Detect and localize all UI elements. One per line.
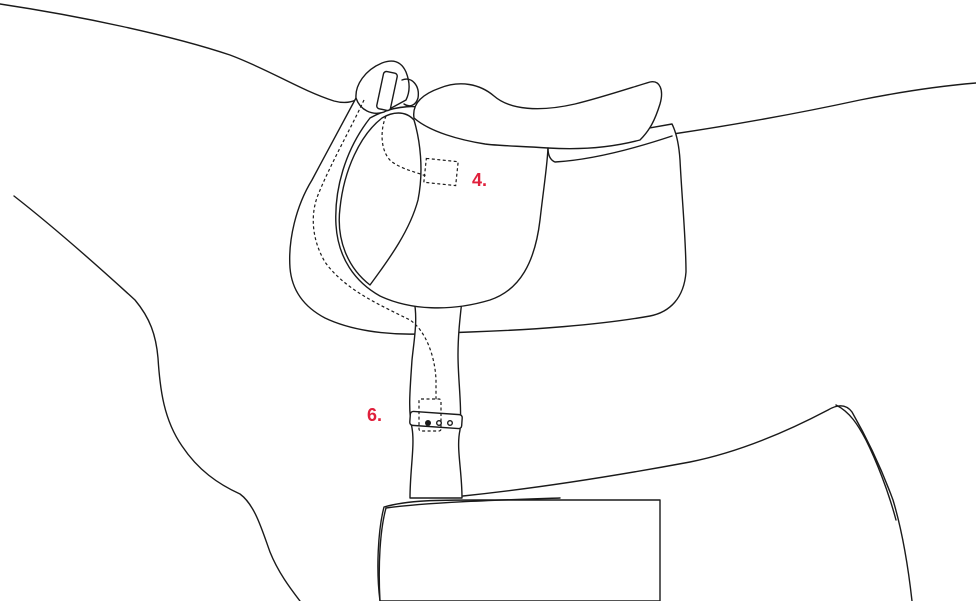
knee-roll bbox=[338, 112, 422, 286]
label-point-4: 4. bbox=[472, 170, 487, 190]
girth-hole-filled bbox=[425, 420, 431, 426]
point-6-marker bbox=[418, 398, 442, 432]
hidden-billet-front bbox=[312, 99, 437, 400]
horse-belly-edge bbox=[385, 497, 561, 509]
girth-hole-1 bbox=[436, 420, 443, 427]
label-point-6: 6. bbox=[367, 405, 382, 425]
horse-neck-top-line bbox=[0, 3, 359, 104]
horse-back-line bbox=[672, 82, 976, 135]
horse-chest-line bbox=[13, 195, 301, 601]
girth-buckle bbox=[409, 410, 463, 430]
horse-leg-line bbox=[378, 507, 387, 601]
point-4-marker bbox=[423, 157, 459, 187]
stirrup-leather-loop bbox=[401, 78, 419, 107]
saddle-seat-panel-line bbox=[547, 135, 673, 163]
horse-belly-line bbox=[462, 405, 913, 601]
girth-hole-2 bbox=[447, 420, 454, 427]
horse-belly-inner-line bbox=[835, 404, 897, 521]
horse-outline bbox=[0, 3, 976, 601]
saddle-seat bbox=[413, 81, 663, 150]
stirrup-bar bbox=[376, 70, 398, 112]
horse-lower-body bbox=[377, 499, 661, 601]
